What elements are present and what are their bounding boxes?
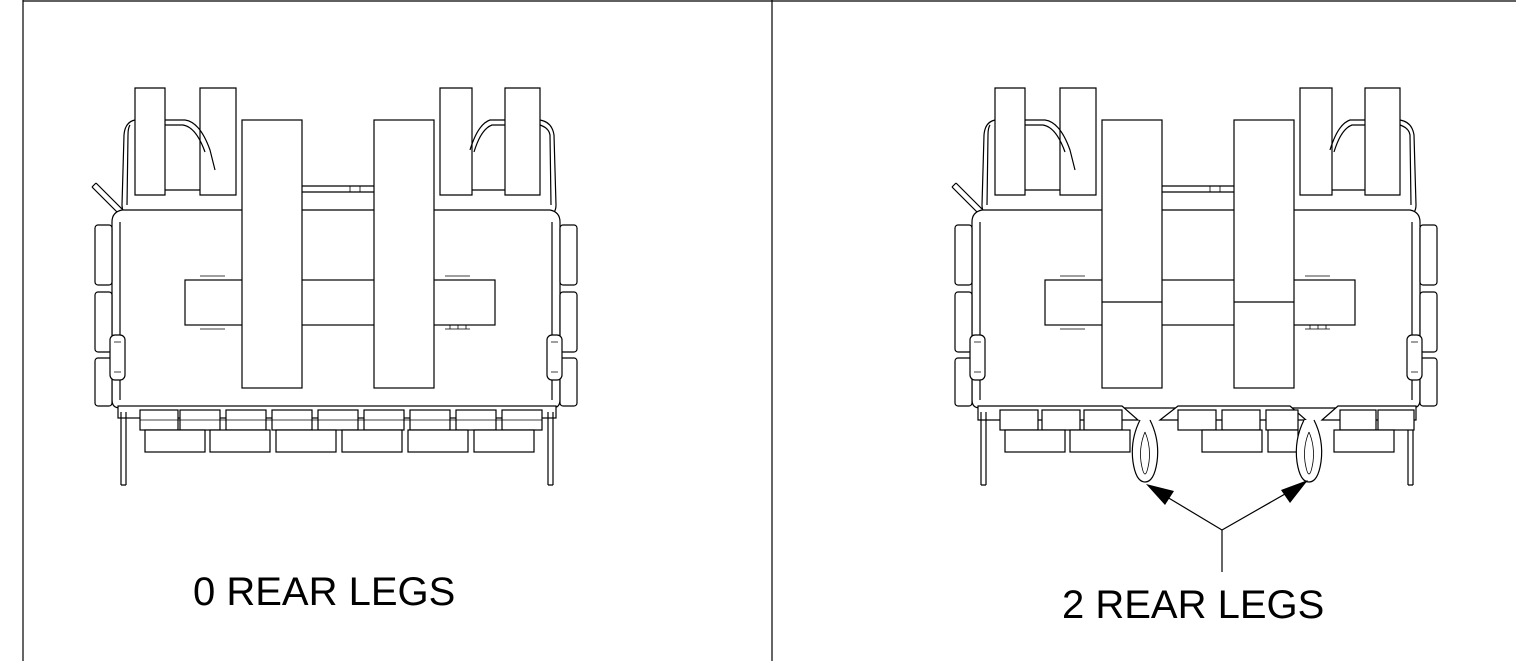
side-mounting-pads (954, 224, 1438, 407)
vertical-straps (1101, 119, 1295, 389)
bottom-contact-row (117, 405, 557, 486)
connector-left-view (91, 87, 578, 486)
vertical-straps (241, 119, 435, 389)
top-latch-tabs (134, 87, 541, 196)
bottom-contact-row (977, 405, 1417, 486)
arrowhead-left (1146, 484, 1174, 505)
caption-2-rear-legs: 2 REAR LEGS (1062, 583, 1325, 627)
caption-0-rear-legs: 0 REAR LEGS (193, 570, 456, 614)
center-tongue (184, 275, 496, 330)
top-latch-tabs (994, 87, 1401, 196)
rear-leg-left (1131, 419, 1159, 483)
rear-leg-right (1295, 419, 1323, 483)
side-mounting-pads (94, 224, 578, 407)
arrowhead-right (1281, 480, 1308, 503)
sheet-border (22, 0, 1516, 661)
center-tongue (1044, 275, 1356, 330)
connector-right-view (951, 87, 1438, 486)
callout-leader-lines (1146, 480, 1308, 572)
